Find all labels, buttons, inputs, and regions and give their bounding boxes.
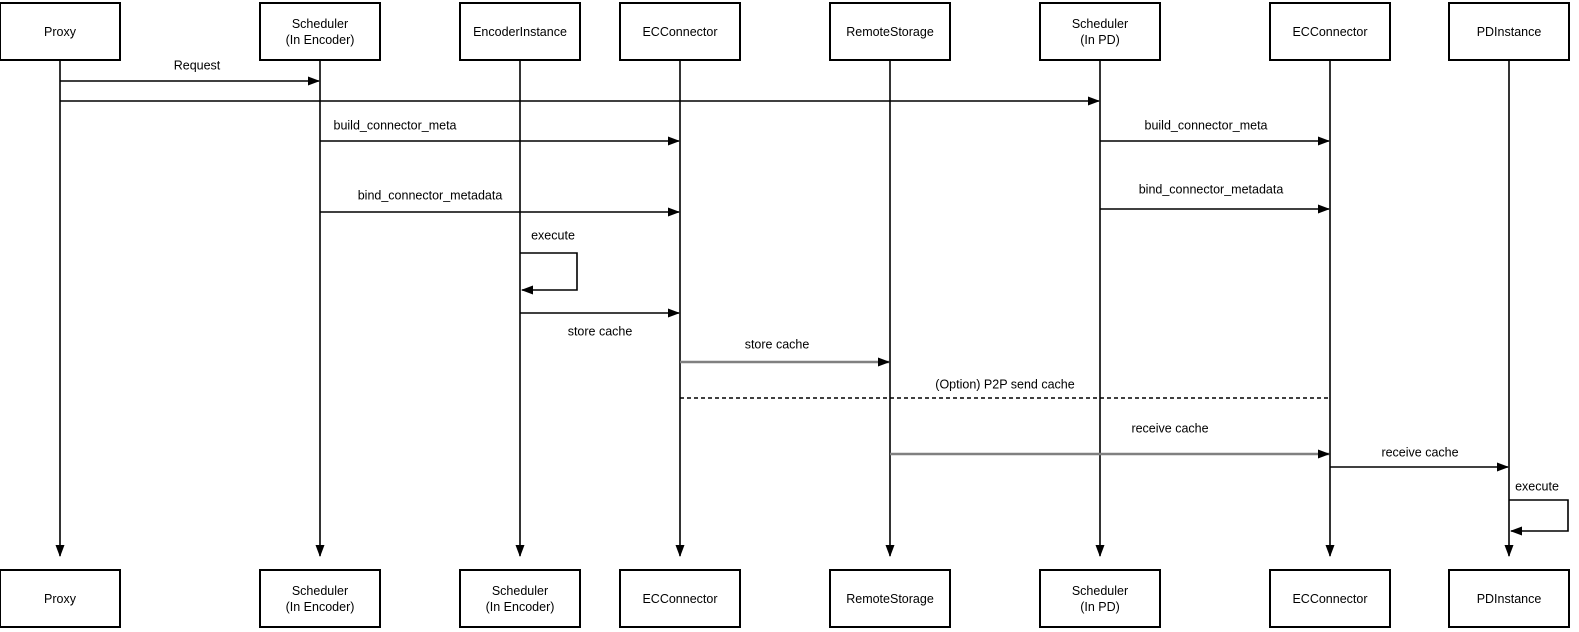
participant-label-bottom-scheduler-in-pd: Scheduler(In PD) <box>1072 584 1128 614</box>
participant-box-bottom-ec-connector-1 <box>619 569 741 628</box>
self-loop-label-execute-encoder: execute <box>531 229 575 243</box>
participant-label-top-scheduler-in-encoder: Scheduler(In Encoder) <box>286 17 355 47</box>
participant-label-bottom-pd-instance: PDInstance <box>1477 592 1542 606</box>
message-label-receive-cache-1: receive cache <box>1131 422 1208 436</box>
participant-label-bottom-ec-connector-1: ECConnector <box>642 592 717 606</box>
participant-label-top-remote-storage: RemoteStorage <box>846 25 934 39</box>
message-label-build-connector-meta-2: build_connector_meta <box>1145 119 1268 133</box>
participant-box-top-scheduler-in-pd <box>1039 2 1161 61</box>
message-label-build-connector-meta-1: build_connector_meta <box>334 119 457 133</box>
participant-box-bottom-scheduler-in-encoder <box>259 569 381 628</box>
self-loop-arrow-execute-pd <box>1509 499 1569 536</box>
message-label-p2p-send-cache: (Option) P2P send cache <box>935 378 1074 392</box>
message-label-request: Request <box>174 59 221 73</box>
participant-box-bottom-ec-connector-2 <box>1269 569 1391 628</box>
message-label-bind-connector-metadata-2: bind_connector_metadata <box>1139 183 1284 197</box>
participant-box-top-scheduler-in-encoder <box>259 2 381 61</box>
participant-label-bottom-ec-connector-2: ECConnector <box>1292 592 1367 606</box>
participant-label-bottom-remote-storage: RemoteStorage <box>846 592 934 606</box>
message-label-receive-cache-2: receive cache <box>1381 446 1458 460</box>
participant-label-top-ec-connector-2: ECConnector <box>1292 25 1367 39</box>
self-loop-arrow-execute-encoder <box>520 252 578 295</box>
message-label-store-cache-2: store cache <box>745 338 810 352</box>
participant-box-bottom-remote-storage <box>829 569 951 628</box>
message-label-store-cache-1: store cache <box>568 325 633 339</box>
participant-box-bottom-scheduler-in-pd <box>1039 569 1161 628</box>
participant-label-top-pd-instance: PDInstance <box>1477 25 1542 39</box>
participant-label-bottom-encoder-instance: Scheduler(In Encoder) <box>486 584 555 614</box>
participant-box-bottom-proxy <box>0 569 121 628</box>
participant-box-bottom-encoder-instance <box>459 569 581 628</box>
participant-box-top-ec-connector-2 <box>1269 2 1391 61</box>
participant-box-top-proxy <box>0 2 121 61</box>
participant-label-top-ec-connector-1: ECConnector <box>642 25 717 39</box>
self-loop-label-execute-pd: execute <box>1515 480 1559 494</box>
participant-box-top-pd-instance <box>1448 2 1570 61</box>
participant-label-top-encoder-instance: EncoderInstance <box>473 25 567 39</box>
participant-box-top-encoder-instance <box>459 2 581 61</box>
participant-label-bottom-proxy: Proxy <box>44 592 77 606</box>
message-label-bind-connector-metadata-1: bind_connector_metadata <box>358 189 503 203</box>
participant-box-bottom-pd-instance <box>1448 569 1570 628</box>
participant-label-top-proxy: Proxy <box>44 25 77 39</box>
participant-label-top-scheduler-in-pd: Scheduler(In PD) <box>1072 17 1128 47</box>
participant-box-top-remote-storage <box>829 2 951 61</box>
participant-label-bottom-scheduler-in-encoder: Scheduler(In Encoder) <box>286 584 355 614</box>
participant-box-top-ec-connector-1 <box>619 2 741 61</box>
